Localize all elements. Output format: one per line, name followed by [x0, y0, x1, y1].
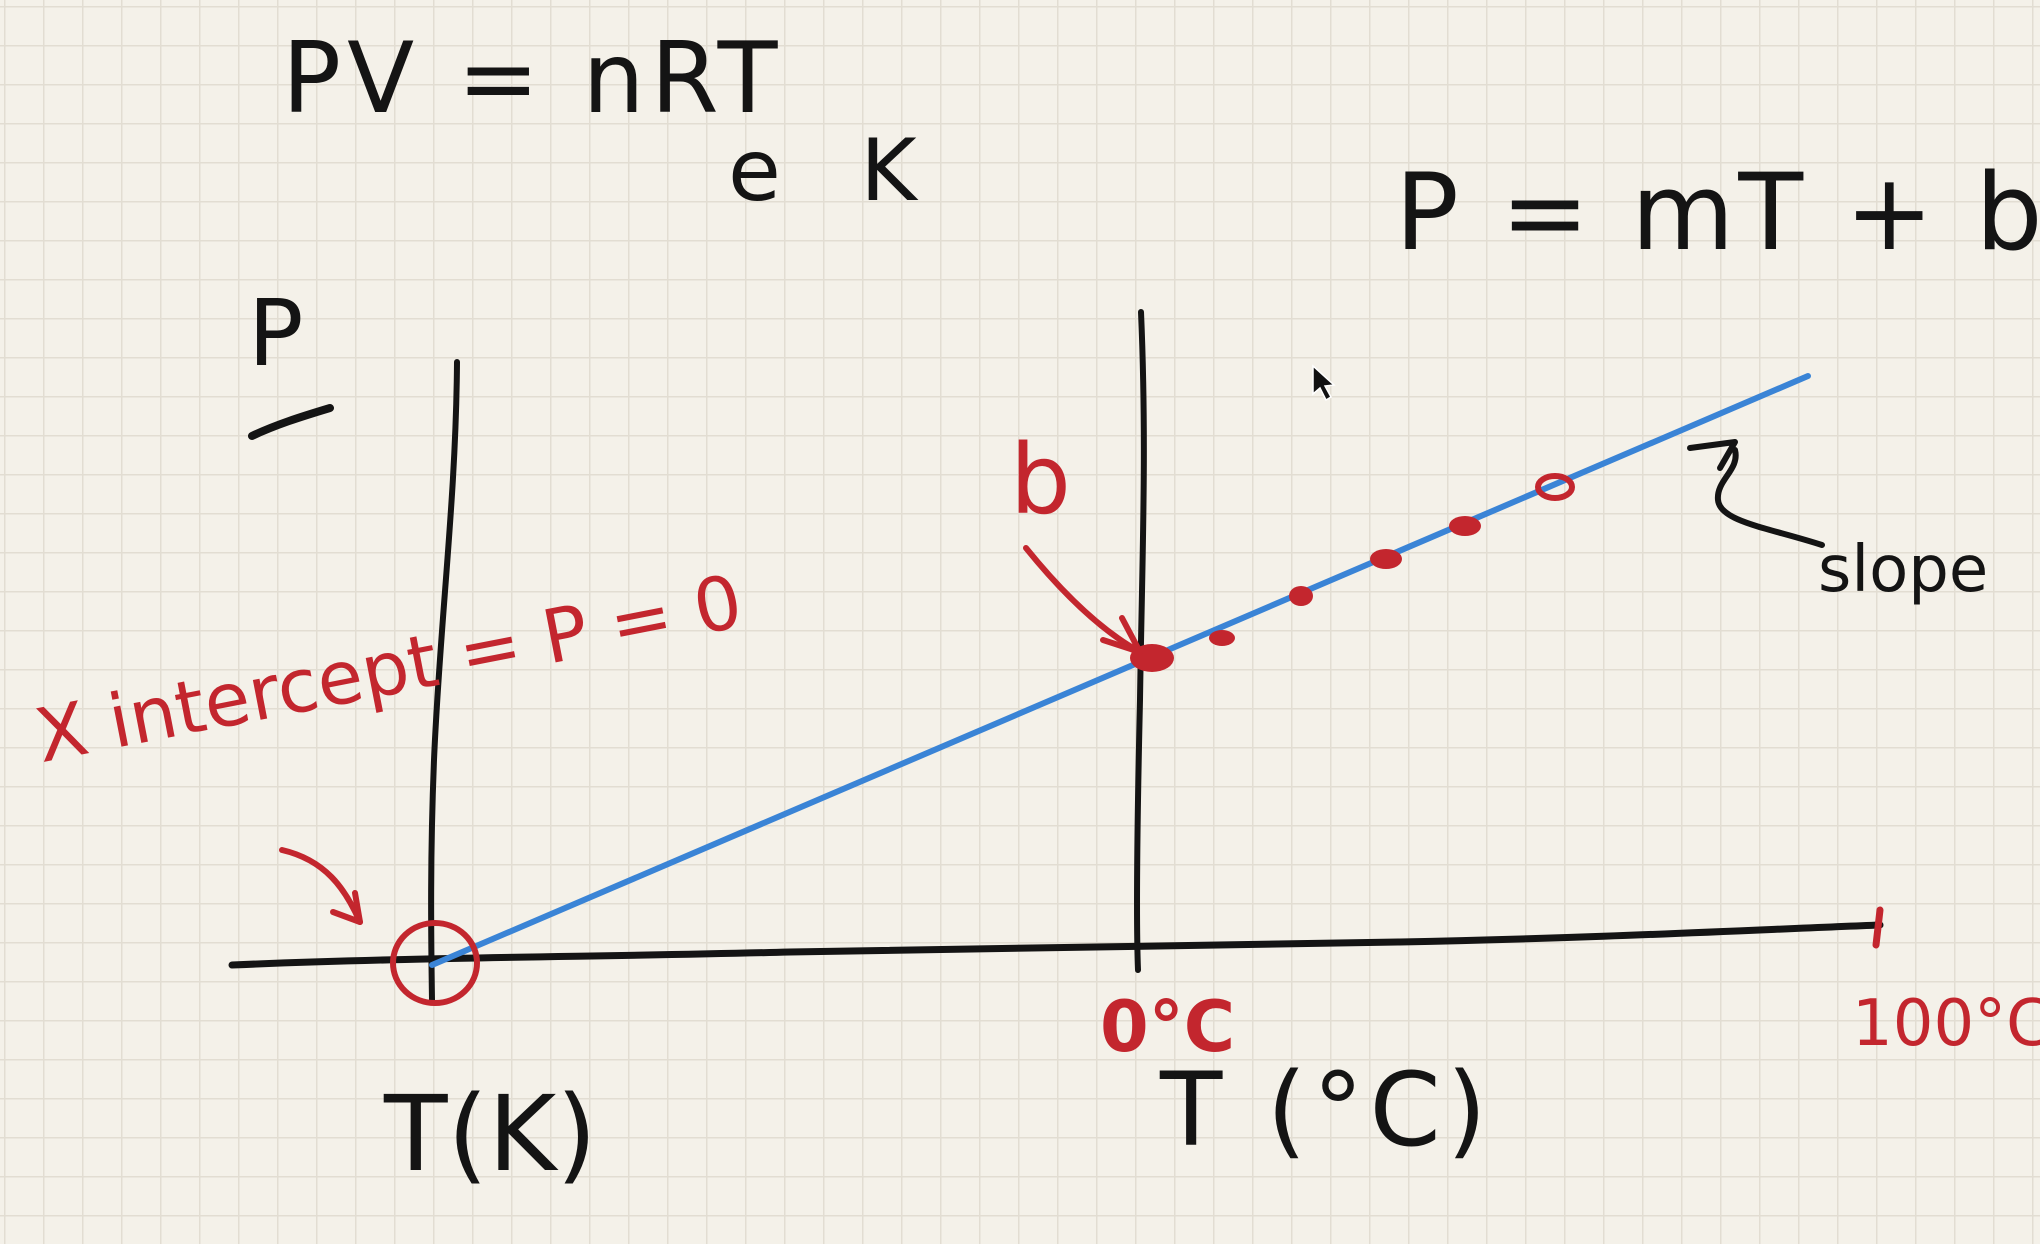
pressure-temperature-line	[429, 373, 1811, 968]
kelvin-note: e K	[728, 121, 943, 221]
slope-label: slope	[1818, 533, 1989, 607]
measured-point	[1449, 516, 1481, 536]
temperature-axis-line	[228, 921, 1884, 969]
temperature-axis-end-tick	[1872, 906, 1884, 949]
slope-arrowhead	[1687, 439, 1738, 471]
intercept-label: b	[1010, 424, 1071, 536]
x-intercept-arrow	[279, 847, 363, 925]
measured-point	[1535, 473, 1575, 501]
mouse-pointer-icon	[1312, 364, 1336, 402]
measured-point	[1289, 586, 1313, 606]
slope-arrow	[1714, 447, 1825, 548]
pressure-label-underline	[248, 404, 334, 440]
pressure-axis-label: P	[248, 280, 304, 387]
ideal-gas-law-equation: PV = nRT	[282, 22, 784, 136]
absolute-zero-circle	[390, 920, 480, 1006]
kelvin-vertical-axis	[428, 359, 460, 1003]
celsius-vertical-axis	[1133, 309, 1147, 973]
measured-point	[1370, 549, 1402, 569]
line-equation: P = mT + b	[1395, 151, 2040, 274]
measured-point	[1209, 630, 1235, 646]
celsius-axis-label: T (°C)	[1160, 1051, 1493, 1170]
hundred-celsius-label: 100°C	[1852, 987, 2040, 1061]
zero-celsius-label: 0°C	[1100, 986, 1236, 1068]
kelvin-axis-label: T(K)	[384, 1073, 597, 1195]
intercept-arrowhead	[1100, 615, 1143, 655]
intercept-arrow	[1023, 545, 1143, 655]
x-intercept-arrowhead	[330, 890, 363, 925]
